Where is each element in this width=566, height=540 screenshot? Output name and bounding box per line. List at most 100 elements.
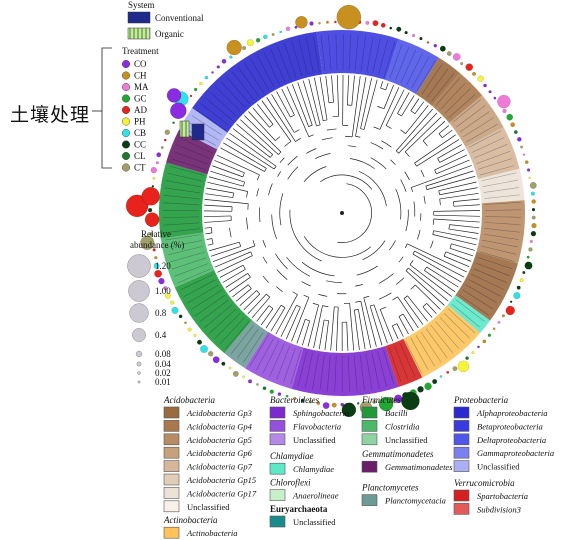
leaf-label (388, 347, 402, 383)
leaf-label (290, 349, 302, 385)
bubble (404, 31, 408, 35)
leaf-label (180, 274, 214, 291)
leaf-label (231, 325, 254, 354)
abundance-circle (128, 280, 150, 302)
clade-band (385, 338, 423, 388)
clade-band (455, 251, 518, 321)
branch (206, 238, 213, 240)
abundance-circle (132, 328, 146, 342)
leaf-label (167, 172, 203, 182)
branch (451, 243, 475, 251)
branch (205, 193, 233, 198)
branch (232, 284, 249, 298)
branch (433, 214, 480, 217)
clade-band-shade (166, 129, 218, 175)
bubble (529, 239, 533, 243)
branch (318, 294, 328, 297)
root-node (340, 211, 344, 215)
branch (336, 75, 340, 117)
leaf-label (482, 239, 518, 248)
system-marker-conventional (191, 123, 205, 141)
branch (303, 166, 327, 183)
bubble (530, 230, 537, 237)
leaf-label (439, 317, 465, 344)
bubble (487, 333, 492, 337)
abundance-label: 1.20 (155, 261, 171, 271)
branch (396, 323, 404, 337)
branch (432, 219, 435, 225)
branch (278, 151, 282, 155)
branch (354, 309, 360, 350)
branch (380, 81, 384, 89)
branch (250, 251, 253, 256)
bubble (212, 356, 220, 364)
clade-band-shade (455, 251, 518, 321)
bubble (336, 4, 362, 30)
class-label: Acidobacteria Gp17 (186, 488, 257, 498)
leaf-label (177, 268, 211, 284)
leaf-label (426, 68, 449, 98)
clade-band (291, 346, 399, 396)
clade-band (224, 320, 268, 369)
phylum-title: Chloroflexi (270, 478, 311, 488)
leaf-label (174, 263, 209, 277)
leaf-label (225, 321, 250, 350)
bubble (170, 300, 175, 305)
leaf-label (421, 64, 443, 95)
leaf-label (204, 304, 233, 328)
bubble (477, 75, 484, 82)
phylum-title: Firmicutes (361, 395, 401, 405)
clade-band-shade (385, 338, 423, 388)
branch (363, 79, 378, 130)
abundance-circle (136, 361, 142, 367)
leaf-label (471, 137, 505, 153)
branch (286, 257, 311, 277)
leaf-label (366, 36, 374, 73)
branch (344, 135, 353, 138)
class-swatch (163, 526, 180, 539)
abundance-label: 0.8 (155, 308, 167, 318)
bubble (300, 398, 305, 403)
branch (275, 294, 298, 335)
bubble (419, 36, 423, 41)
treatment-bracket (101, 47, 112, 169)
bubble (372, 20, 379, 27)
bubble (184, 321, 187, 325)
leaf-label (313, 36, 320, 72)
leaf-label (451, 304, 480, 328)
bubble (151, 185, 155, 188)
side-label: 土壤处理 (10, 104, 91, 126)
leaf-label (415, 335, 435, 367)
bubble (488, 90, 492, 94)
bubble (513, 130, 518, 134)
clade-band-shade (192, 31, 323, 133)
branch (243, 181, 245, 187)
class-label: Bacilli (385, 408, 408, 418)
branch (363, 295, 370, 299)
class-label: Acidobacteria Gp15 (186, 475, 256, 485)
class-label: Sphingobacteria (293, 408, 349, 418)
leaf-label (183, 279, 216, 297)
branch (252, 240, 256, 246)
bubble (517, 137, 522, 142)
branch (453, 204, 480, 207)
branch (392, 296, 398, 301)
leaf-label (406, 53, 423, 86)
branch (232, 192, 234, 198)
leaf-label (249, 335, 269, 367)
branch (268, 183, 273, 196)
treatment-dot (121, 94, 130, 103)
bubble (309, 21, 314, 26)
branch (416, 139, 460, 167)
branch (322, 305, 329, 307)
branch (276, 269, 288, 280)
branch (246, 191, 248, 198)
branch (268, 305, 274, 309)
bubble (452, 53, 461, 61)
branch (261, 100, 292, 142)
leaf-label (435, 321, 460, 349)
treatment-label: AD (134, 105, 147, 115)
class-label: Anaerolineae (292, 491, 339, 501)
bubble (140, 235, 155, 250)
branch (411, 165, 472, 188)
